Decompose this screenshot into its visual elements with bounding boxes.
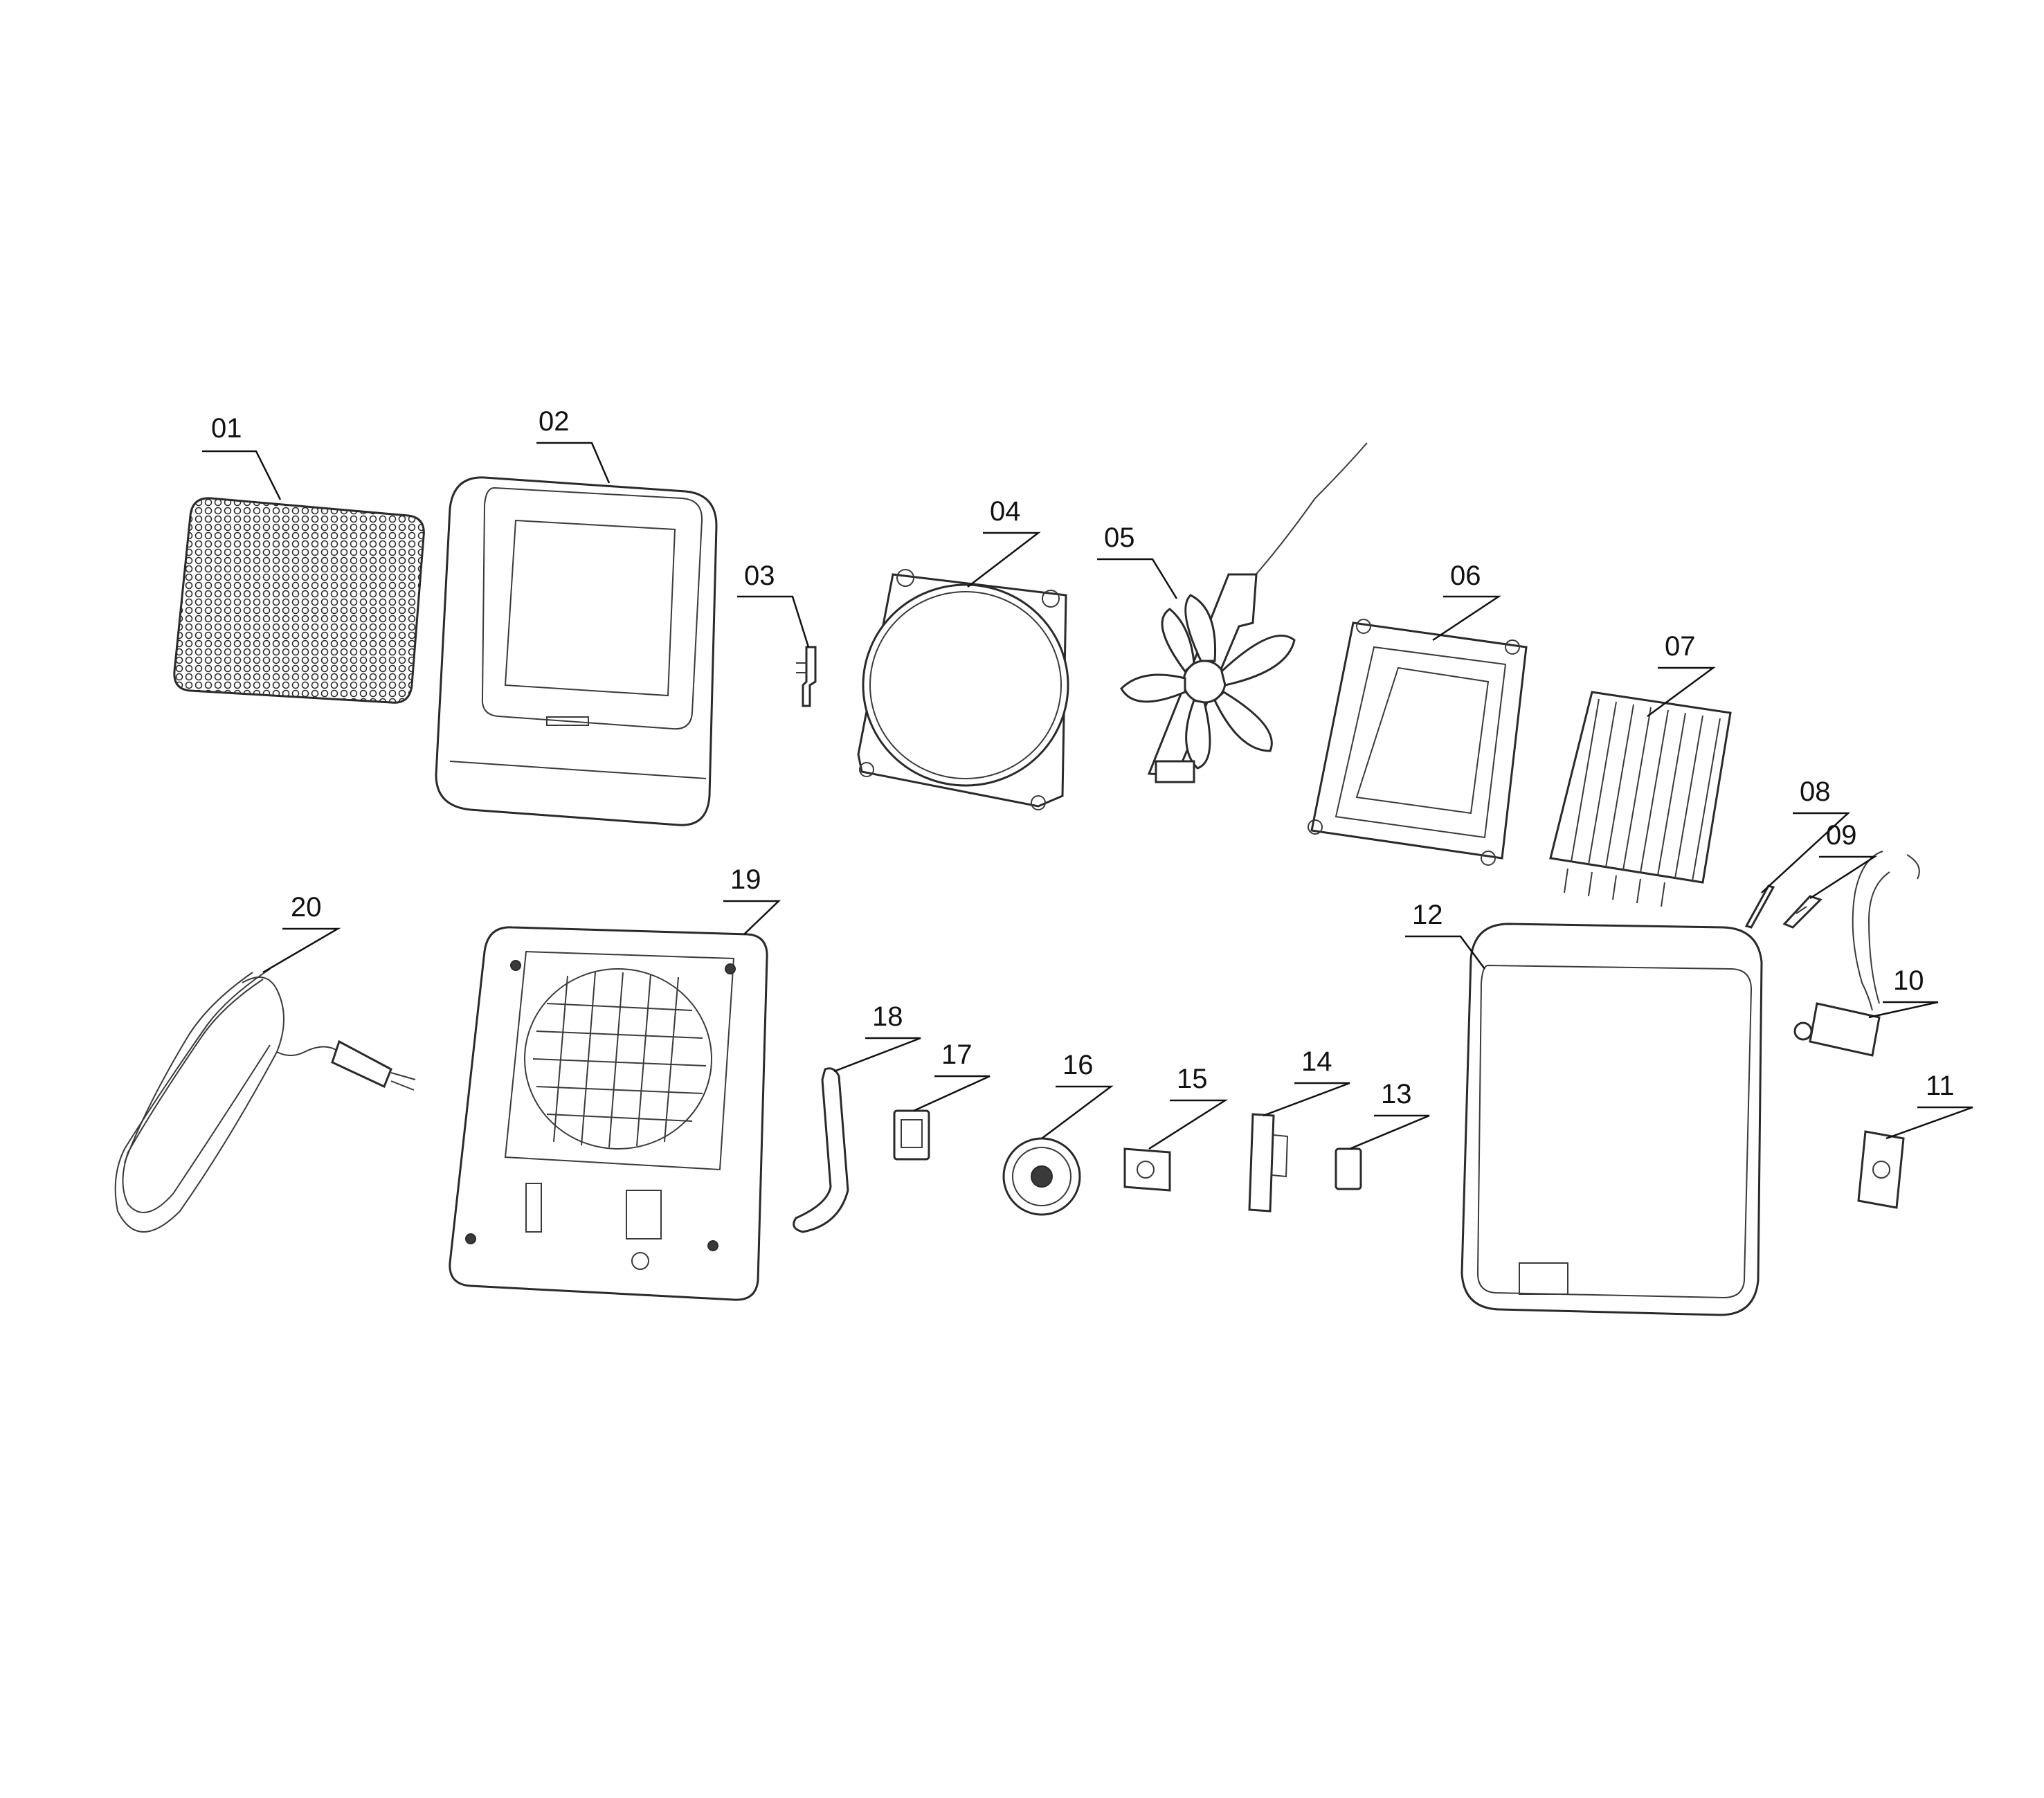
leader-17 [913, 1075, 991, 1112]
part-15-thermostat-base [1123, 1147, 1171, 1192]
callout-09: 09 [1826, 820, 1857, 851]
part-04-fan-shroud [857, 569, 1069, 810]
callout-01: 01 [211, 413, 242, 444]
part-01-mesh-grille [173, 497, 425, 704]
part-11-switch-plate [1857, 1130, 1905, 1209]
leader-15 [1148, 1099, 1229, 1150]
part-20-power-cord [114, 968, 416, 1233]
leader-16 [1041, 1085, 1114, 1139]
leader-18 [833, 1037, 921, 1073]
callout-07: 07 [1665, 631, 1696, 662]
leader-14 [1263, 1082, 1350, 1117]
leader-20 [262, 927, 341, 974]
leader-10 [1868, 1001, 1939, 1019]
leader-19 [723, 900, 781, 935]
part-07-heating-element [1549, 691, 1732, 907]
callout-06: 06 [1450, 561, 1481, 591]
callout-03: 03 [744, 561, 775, 591]
part-08-connector [1744, 884, 1775, 929]
part-05-fan-motor [1120, 442, 1368, 783]
callout-13: 13 [1381, 1079, 1412, 1109]
part-03-clip [796, 646, 817, 707]
leader-06 [1432, 595, 1502, 642]
part-10-thermostat [1793, 851, 1920, 1057]
leader-03 [737, 595, 810, 648]
callout-02: 02 [539, 406, 570, 437]
callout-15: 15 [1177, 1064, 1208, 1094]
callout-04: 04 [990, 496, 1021, 527]
leader-11 [1885, 1106, 1973, 1140]
leader-04 [967, 532, 1041, 588]
callout-05: 05 [1104, 523, 1135, 553]
callout-08: 08 [1800, 777, 1831, 807]
leader-09 [1809, 855, 1878, 900]
part-18-handle [793, 1067, 849, 1233]
leader-05 [1097, 558, 1178, 599]
leader-13 [1349, 1114, 1430, 1150]
part-14-bracket [1248, 1113, 1289, 1213]
callout-12: 12 [1412, 900, 1443, 930]
callout-10: 10 [1893, 965, 1924, 996]
part-02-front-housing [435, 476, 718, 826]
part-13-switch [1335, 1147, 1362, 1190]
callout-11: 11 [1926, 1071, 1955, 1101]
leader-02 [536, 442, 611, 484]
callout-17: 17 [941, 1039, 973, 1070]
part-16-knob [1002, 1137, 1081, 1216]
callout-16: 16 [1062, 1050, 1094, 1080]
callout-18: 18 [872, 1001, 903, 1032]
part-09-thermal-fuse [1782, 895, 1823, 929]
part-06-inner-frame [1308, 619, 1528, 866]
callout-19: 19 [730, 864, 761, 895]
callout-14: 14 [1301, 1046, 1332, 1077]
part-12-rear-housing [1460, 923, 1763, 1316]
leader-12 [1405, 935, 1486, 970]
part-19-rear-grille [449, 926, 768, 1301]
leader-01 [202, 450, 282, 500]
leader-08 [1761, 812, 1851, 893]
callout-labels: 01 02 03 04 05 06 07 08 09 10 11 12 13 1… [211, 406, 1955, 1109]
callout-20: 20 [291, 892, 322, 923]
part-17-switch [893, 1109, 930, 1161]
leader-07 [1647, 666, 1716, 718]
callout-leaders [202, 442, 1973, 1150]
